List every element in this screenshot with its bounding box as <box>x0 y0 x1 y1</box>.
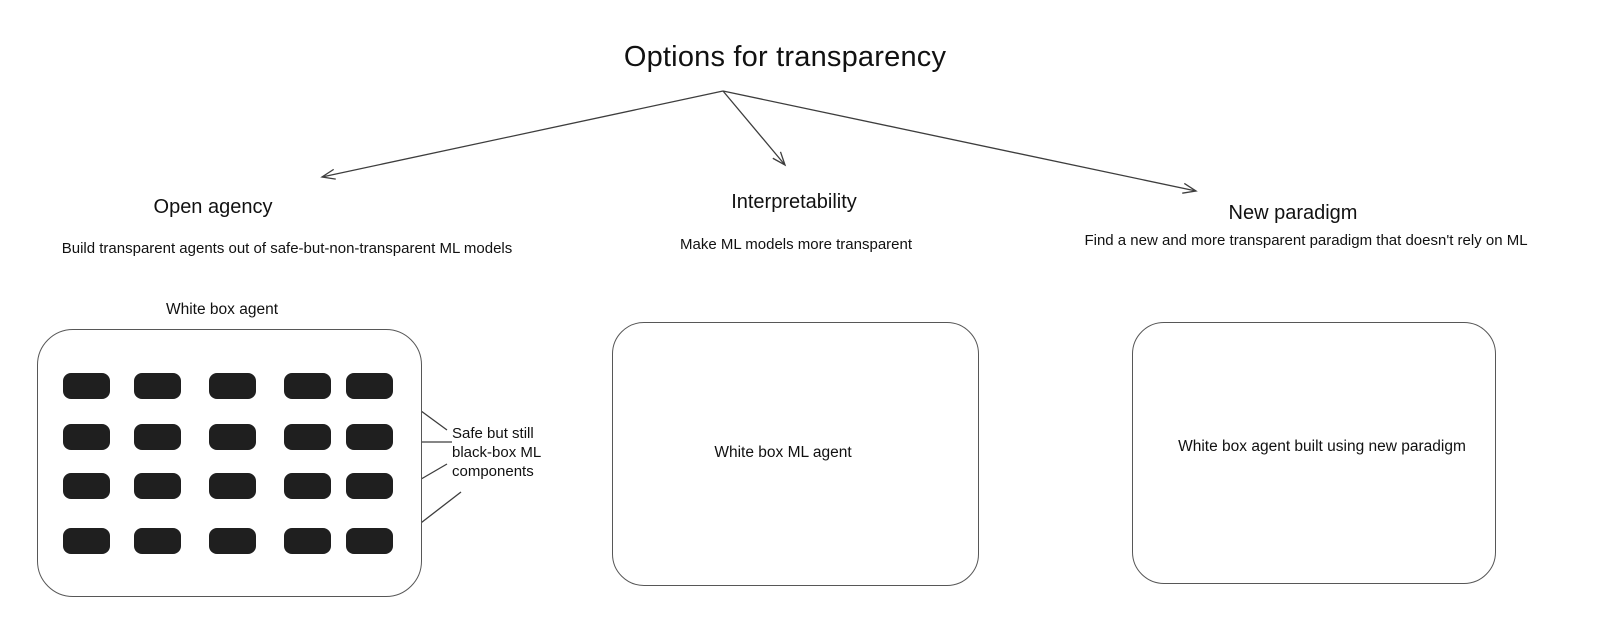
ml-component-block <box>63 528 110 554</box>
ml-component-block <box>134 424 181 450</box>
new-paradigm-agent-label: White box agent built using new paradigm <box>1178 438 1466 455</box>
branch-heading-open-agency: Open agency <box>153 196 273 218</box>
ml-component-block <box>284 424 331 450</box>
ml-component-block <box>63 373 110 399</box>
branch-description-new-paradigm: Find a new and more transparent paradigm… <box>1084 232 1528 249</box>
ml-component-block <box>63 424 110 450</box>
branch-description-open-agency: Build transparent agents out of safe-but… <box>61 240 513 257</box>
ml-component-block <box>134 528 181 554</box>
branch-heading-interpretability: Interpretability <box>731 191 857 213</box>
ml-component-block <box>346 373 393 399</box>
branch-arrow-new-paradigm <box>722 90 1198 194</box>
ml-component-block <box>284 373 331 399</box>
new-paradigm-agent-box <box>1132 322 1496 584</box>
branch-heading-new-paradigm: New paradigm <box>1228 202 1358 224</box>
white-box-agent-label: White box agent <box>165 301 279 318</box>
branch-arrow-interpretability <box>722 90 787 167</box>
white-box-agent-box <box>37 329 422 597</box>
ml-component-block <box>284 528 331 554</box>
ml-component-block <box>209 373 256 399</box>
ml-component-block <box>209 424 256 450</box>
ml-component-block <box>284 473 331 499</box>
ml-component-block <box>209 528 256 554</box>
branch-arrow-open-agency <box>320 90 724 180</box>
ml-component-block <box>134 373 181 399</box>
ml-component-block <box>346 424 393 450</box>
ml-component-block <box>346 528 393 554</box>
ml-component-block <box>346 473 393 499</box>
black-box-components-annotation: Safe but still black-box ML components <box>452 425 542 480</box>
branch-description-interpretability: Make ML models more transparent <box>679 236 913 253</box>
ml-component-block <box>63 473 110 499</box>
white-box-ml-agent-box <box>612 322 979 586</box>
white-box-ml-agent-label: White box ML agent <box>714 444 852 461</box>
diagram-title: Options for transparency <box>623 41 947 73</box>
ml-component-block <box>209 473 256 499</box>
ml-component-block <box>134 473 181 499</box>
